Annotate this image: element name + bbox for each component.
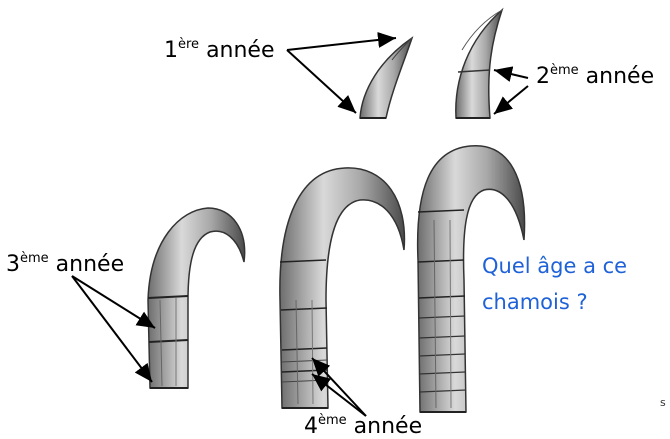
label-year-3-text: année: [56, 252, 124, 277]
label-year-3-number: 3: [6, 252, 20, 277]
horn-1-year: [360, 38, 412, 118]
label-year-1: 1ère année: [164, 38, 275, 63]
label-year-2-text: année: [586, 64, 654, 89]
label-year-4-number: 4: [304, 414, 318, 439]
label-year-3-suffix: ème: [20, 251, 49, 266]
label-year-1-number: 1: [164, 38, 178, 63]
arrow-group-year3: [72, 276, 155, 382]
label-year-2: 2ème année: [536, 64, 654, 89]
question-text: Quel âge a ce chamois ?: [482, 248, 667, 320]
label-year-1-suffix: ère: [178, 37, 199, 52]
label-year-4: 4ème année: [304, 414, 422, 439]
label-year-2-suffix: ème: [550, 63, 579, 78]
label-year-4-suffix: ème: [318, 413, 347, 428]
label-year-2-number: 2: [536, 64, 550, 89]
credit-text: s: [660, 396, 666, 409]
arrow-group-year2: [494, 70, 528, 114]
label-year-4-text: année: [354, 414, 422, 439]
horn-2-years: [456, 10, 502, 118]
horn-3-years: [148, 208, 245, 388]
horn-4-years: [280, 168, 405, 408]
label-year-3: 3ème année: [6, 252, 124, 277]
label-year-1-text: année: [206, 38, 274, 63]
